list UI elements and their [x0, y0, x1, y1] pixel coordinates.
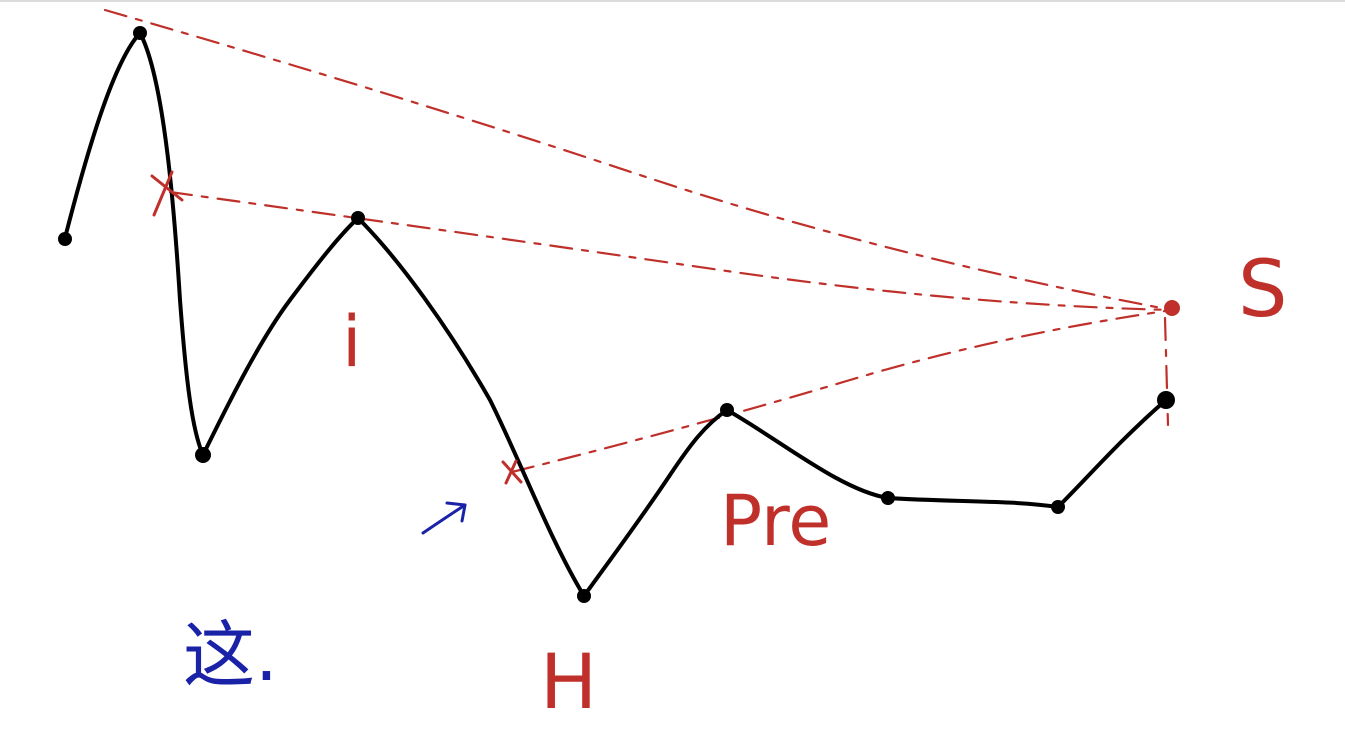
guide-line-top-to-s: [103, 8, 1174, 312]
guide-line-cross-to-s: [168, 190, 1174, 312]
guide-line-low-cross-to-s: [510, 308, 1174, 474]
zigzag-path: [63, 31, 1168, 598]
vertex-dot: [720, 403, 734, 417]
label-bottom-blue: 这.: [183, 613, 278, 697]
guide-line-s-vertical: [1163, 316, 1170, 427]
vertex-dot: [1157, 391, 1175, 409]
vertex-dot: [351, 211, 365, 225]
vertex-dot: [195, 447, 211, 463]
label-bottom-red: H: [540, 637, 597, 726]
cross-mark-lower: [501, 459, 523, 485]
black-zigzag-line: [58, 26, 1175, 603]
vertex-dot: [881, 491, 895, 505]
label-pre: Pre: [720, 480, 831, 562]
vertex-dot: [577, 589, 591, 603]
blue-arrow: [421, 501, 467, 535]
cross-mark-upper: [150, 170, 184, 217]
label-i: i: [342, 301, 361, 383]
vertex-dot: [133, 26, 147, 40]
label-s: S: [1238, 245, 1288, 335]
red-dashed-guides: [103, 8, 1174, 474]
vertex-dot: [1051, 500, 1065, 514]
vertex-dot: [58, 232, 72, 246]
point-s-dot: [1164, 300, 1180, 316]
